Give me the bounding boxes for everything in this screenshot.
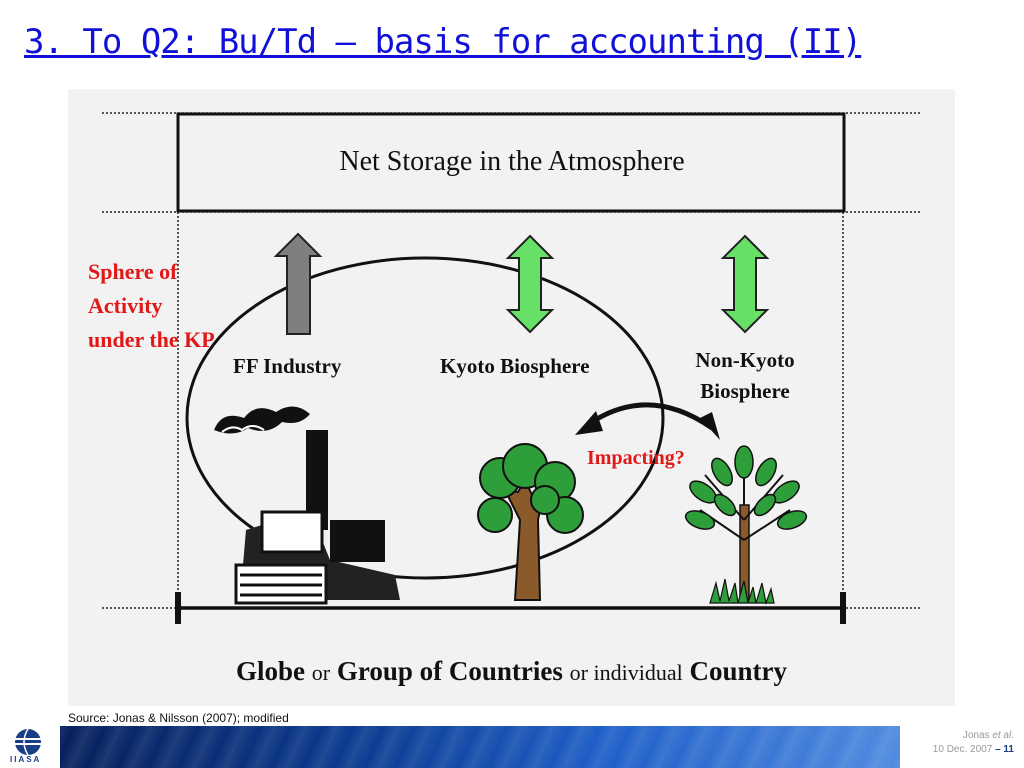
atmosphere-box-label: Net Storage in the Atmosphere xyxy=(339,146,685,177)
footer-banner xyxy=(60,726,900,768)
non-kyoto-biosphere-label: Non-Kyoto Biosphere xyxy=(695,348,795,403)
scale-bar-left-tick xyxy=(175,592,181,624)
scale-or-2: or individual xyxy=(569,660,683,685)
footer-credit: Jonas et al. 10 Dec. 2007 – 11 xyxy=(933,729,1014,757)
scale-group: Group of Countries xyxy=(336,656,563,686)
iiasa-logo-icon xyxy=(15,728,41,756)
ff-flux-arrow-icon xyxy=(273,232,323,335)
scale-or-1: or xyxy=(311,660,331,685)
footer-dash: – xyxy=(995,744,1001,755)
ff-industry-label: FF Industry xyxy=(233,354,342,378)
factory-icon xyxy=(214,406,400,605)
source-note: Source: Jonas & Nilsson (2007); modified xyxy=(68,711,289,725)
footer-etal: et al. xyxy=(992,730,1014,741)
kyoto-flux-double-arrow-icon xyxy=(505,234,555,334)
non-kyoto-flux-double-arrow-icon xyxy=(720,234,770,334)
impacting-arrowhead-left-icon xyxy=(575,411,603,435)
slide-title: 3. To Q2: Bu/Td – basis for accounting (… xyxy=(24,22,862,62)
scale-globe: Globe xyxy=(236,656,306,686)
scale-bar-right-tick xyxy=(840,592,846,624)
page-number: 11 xyxy=(1003,744,1014,755)
sphere-of-activity-label: Sphere of Activity under the KP xyxy=(88,259,215,352)
sphere-ellipse xyxy=(185,256,665,580)
scale-caption: Globe or Group of Countries or individua… xyxy=(68,656,955,687)
kyoto-tree-icon xyxy=(477,443,584,601)
atmosphere-box xyxy=(176,112,846,213)
scale-country: Country xyxy=(689,656,787,686)
non-kyoto-tree-icon xyxy=(684,445,808,606)
footer-date: 10 Dec. 2007 xyxy=(932,744,993,755)
impacting-arrowhead-right-icon xyxy=(700,412,720,440)
iiasa-logo-text: IIASA xyxy=(10,755,42,764)
footer-author: Jonas xyxy=(962,730,990,741)
impacting-curved-arrow xyxy=(590,402,714,431)
kyoto-biosphere-label: Kyoto Biosphere xyxy=(440,354,590,378)
impacting-label: Impacting? xyxy=(587,447,685,469)
